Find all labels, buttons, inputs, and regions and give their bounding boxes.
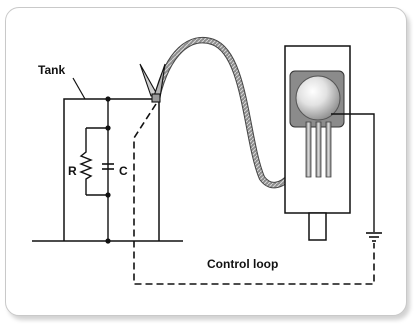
sensor-dome [295, 75, 341, 121]
circuit-junctions [105, 96, 111, 244]
ground-symbol [366, 232, 382, 242]
rc-circuit [79, 99, 109, 241]
capacitor-symbol [102, 163, 114, 170]
capacitor-label: C [119, 164, 128, 178]
sensor-ground-wire [331, 113, 375, 232]
resistor-label: R [68, 164, 77, 178]
control-loop-label: Control loop [207, 257, 278, 271]
tank-label: Tank [38, 63, 65, 77]
sensor-pins [305, 121, 332, 178]
tank-outline [63, 98, 160, 241]
sensor-stem [308, 212, 327, 241]
control-loop-path [133, 103, 375, 285]
tank-leader-line [72, 77, 86, 100]
resistor-symbol [79, 128, 93, 195]
alligator-clip [139, 63, 166, 103]
